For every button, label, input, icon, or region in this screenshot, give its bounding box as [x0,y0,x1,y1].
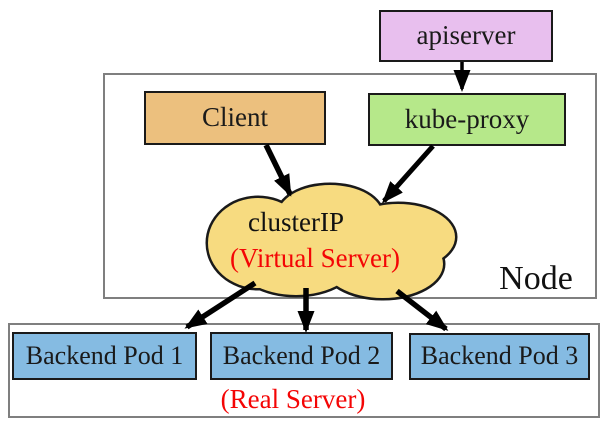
client-box: Client [144,91,326,145]
apiserver-box: apiserver [379,10,553,62]
kube-proxy-box: kube-proxy [368,93,566,146]
node-label: Node [499,260,573,297]
arrow-kube-proxy-to-clusterip [382,144,435,204]
backend-pod-1-box: Backend Pod 1 [12,332,197,380]
cluster-ip-label: clusterIP [248,207,344,237]
virtual-server-label: (Virtual Server) [229,243,401,273]
backend-pod-2-label: Backend Pod 2 [222,340,381,370]
kube-proxy-label: kube-proxy [404,103,530,134]
arrow-clusterip-to-pod3 [395,288,449,332]
backend-pod-2-box: Backend Pod 2 [210,332,393,380]
node-boundary-box [103,73,597,299]
apiserver-label: apiserver [416,20,516,51]
client-label: Client [202,102,268,133]
backend-pod-3-label: Backend Pod 3 [420,341,579,371]
real-server-label: (Real Server) [220,384,366,414]
arrow-client-to-clusterip [263,143,293,197]
cluster-ip-cloud-fill [208,185,455,298]
backend-pod-1-label: Backend Pod 1 [25,340,184,370]
arrow-clusterip-to-pod1 [184,280,257,330]
backend-pod-3-box: Backend Pod 3 [409,333,590,380]
